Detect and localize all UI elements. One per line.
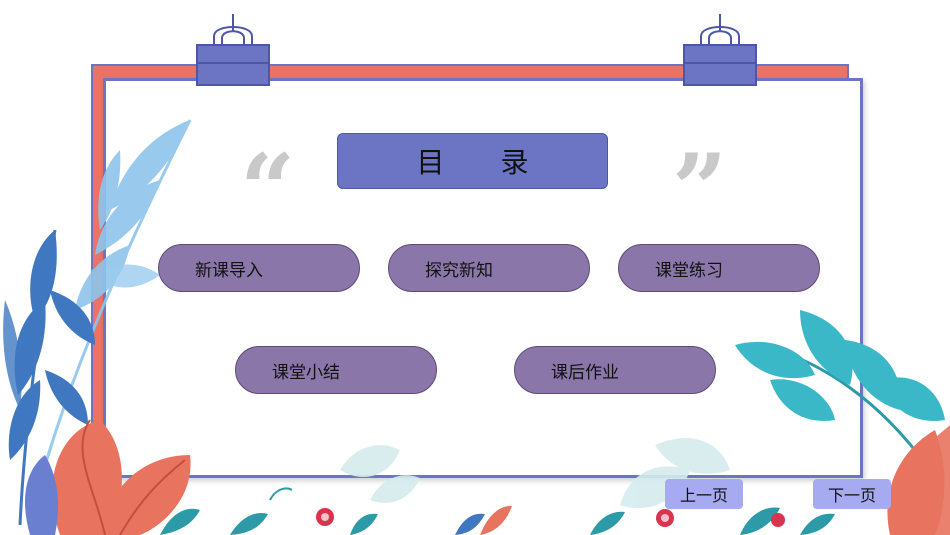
left-blue-leaves	[3, 229, 95, 526]
next-page-button[interactable]: 下一页	[813, 479, 891, 509]
close-quote-icon: ”	[672, 133, 728, 246]
menu-item-practice[interactable]: 课堂练习	[618, 244, 820, 292]
page-title: 目录	[337, 133, 608, 189]
previous-page-button[interactable]: 上一页	[665, 479, 743, 509]
page-title-text: 目录	[416, 146, 585, 179]
right-coral-leaves	[887, 425, 950, 535]
menu-item-label: 课后作业	[551, 362, 619, 383]
open-quote-icon: “	[240, 133, 296, 246]
menu-item-label: 课堂练习	[655, 260, 723, 281]
binder-clip-left-icon	[196, 14, 270, 86]
menu-item-summary[interactable]: 课堂小结	[235, 346, 437, 394]
menu-item-label: 课堂小结	[272, 362, 340, 383]
menu-item-homework[interactable]: 课后作业	[514, 346, 716, 394]
menu-item-label: 新课导入	[195, 260, 263, 281]
menu-item-label: 探究新知	[425, 260, 493, 281]
menu-item-explore[interactable]: 探究新知	[388, 244, 590, 292]
binder-clip-right-icon	[683, 14, 757, 86]
menu-item-new-lesson[interactable]: 新课导入	[158, 244, 360, 292]
